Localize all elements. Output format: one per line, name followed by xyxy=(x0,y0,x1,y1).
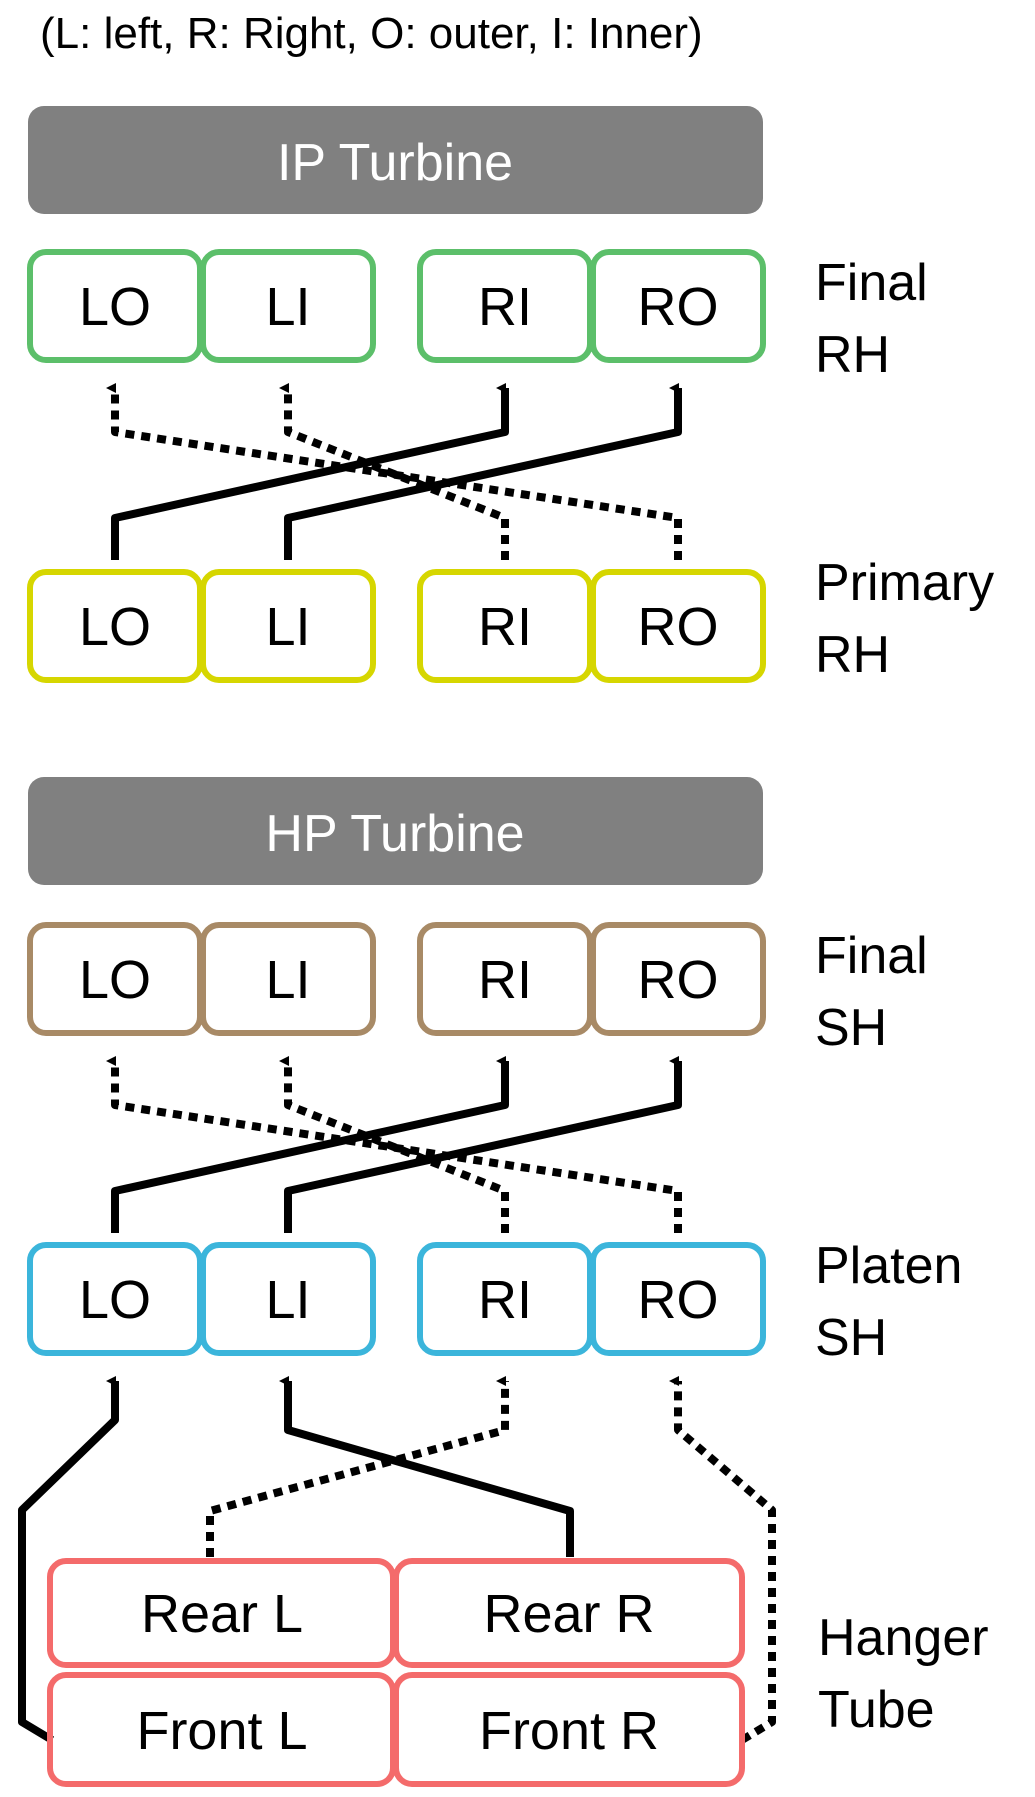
platen-to-final-sh-connections xyxy=(106,1056,682,1233)
final-rh-ro-label: RO xyxy=(638,277,719,337)
final-rh-ri-label: RI xyxy=(478,277,532,337)
hanger-box-front-right xyxy=(393,1672,745,1787)
final-rh-box-ro xyxy=(590,249,766,363)
final-sh-box-ro xyxy=(590,922,766,1036)
hanger-front-left-label: Front L xyxy=(136,1701,307,1761)
platen-sh-lo-label: LO xyxy=(79,1270,151,1330)
final-sh-name-line1: Final xyxy=(815,927,928,985)
primary-rh-box-ro xyxy=(590,569,766,683)
flow-line-front-l-to-lo xyxy=(18,1376,119,1744)
primary-to-final-rh-connections xyxy=(106,383,682,560)
hp-turbine: HP Turbine xyxy=(28,777,763,885)
primary-rh-li-label: LI xyxy=(265,597,310,657)
primary-rh-name-line1: Primary xyxy=(815,554,994,612)
primary-rh-row: LO LI RI RO Primary RH xyxy=(27,554,994,684)
platen-sh-box-ro xyxy=(590,1242,766,1356)
primary-rh-name-line2: RH xyxy=(815,626,890,684)
final-sh-row: LO LI RI RO Final SH xyxy=(27,922,928,1057)
platen-sh-ro-label: RO xyxy=(638,1270,719,1330)
primary-rh-ri-label: RI xyxy=(478,597,532,657)
flow-line-rear-r-to-li xyxy=(279,1376,574,1557)
ip-turbine-label: IP Turbine xyxy=(277,134,513,192)
platen-sh-box-li xyxy=(200,1242,376,1356)
hp-turbine-label: HP Turbine xyxy=(265,805,524,863)
flow-line-ri-to-li xyxy=(279,383,509,560)
primary-rh-ro-label: RO xyxy=(638,597,719,657)
flow-line-sh-ro-to-lo xyxy=(106,1056,682,1233)
flow-line-front-r-to-ro xyxy=(669,1376,776,1744)
final-rh-name-line2: RH xyxy=(815,326,890,384)
hanger-tube-name-line1: Hanger xyxy=(818,1609,989,1667)
platen-sh-name-line2: SH xyxy=(815,1309,887,1367)
final-rh-box-li xyxy=(200,249,376,363)
primary-rh-lo-label: LO xyxy=(79,597,151,657)
final-rh-li-label: LI xyxy=(265,277,310,337)
hanger-to-platen-connections xyxy=(18,1376,776,1744)
final-sh-box-li xyxy=(200,922,376,1036)
flow-line-sh-lo-to-ri xyxy=(111,1056,509,1233)
flow-line-sh-li-to-ro xyxy=(284,1056,682,1233)
platen-sh-name-line1: Platen xyxy=(815,1237,962,1295)
final-sh-ro-label: RO xyxy=(638,950,719,1010)
final-rh-lo-label: LO xyxy=(79,277,151,337)
flow-line-li-to-ro xyxy=(284,383,682,560)
flow-line-ro-to-lo xyxy=(106,383,682,560)
platen-sh-row: LO LI RI RO Platen SH xyxy=(27,1237,962,1367)
legend-text: (L: left, R: Right, O: outer, I: Inner) xyxy=(40,9,703,58)
hanger-rear-right-label: Rear R xyxy=(483,1584,654,1644)
hanger-box-rear-right xyxy=(393,1558,745,1668)
final-sh-ri-label: RI xyxy=(478,950,532,1010)
final-sh-lo-label: LO xyxy=(79,950,151,1010)
hanger-tube-name-line2: Tube xyxy=(818,1681,935,1739)
hanger-rear-left-label: Rear L xyxy=(141,1584,303,1644)
final-rh-name-line1: Final xyxy=(815,254,928,312)
flow-line-lo-to-ri xyxy=(111,383,509,560)
flow-line-rear-l-to-ri xyxy=(206,1376,509,1557)
primary-rh-box-li xyxy=(200,569,376,683)
ip-turbine: IP Turbine xyxy=(28,106,763,214)
final-sh-li-label: LI xyxy=(265,950,310,1010)
hanger-tube-block: Rear L Rear R Front L Front R Hanger Tub… xyxy=(47,1558,989,1787)
final-sh-name-line2: SH xyxy=(815,999,887,1057)
final-rh-row: LO LI RI RO Final RH xyxy=(27,249,928,384)
hp-turbine-bar xyxy=(28,777,763,885)
platen-sh-li-label: LI xyxy=(265,1270,310,1330)
hanger-front-right-label: Front R xyxy=(479,1701,659,1761)
ip-turbine-bar xyxy=(28,106,763,214)
platen-sh-ri-label: RI xyxy=(478,1270,532,1330)
flow-line-sh-ri-to-li xyxy=(279,1056,509,1233)
